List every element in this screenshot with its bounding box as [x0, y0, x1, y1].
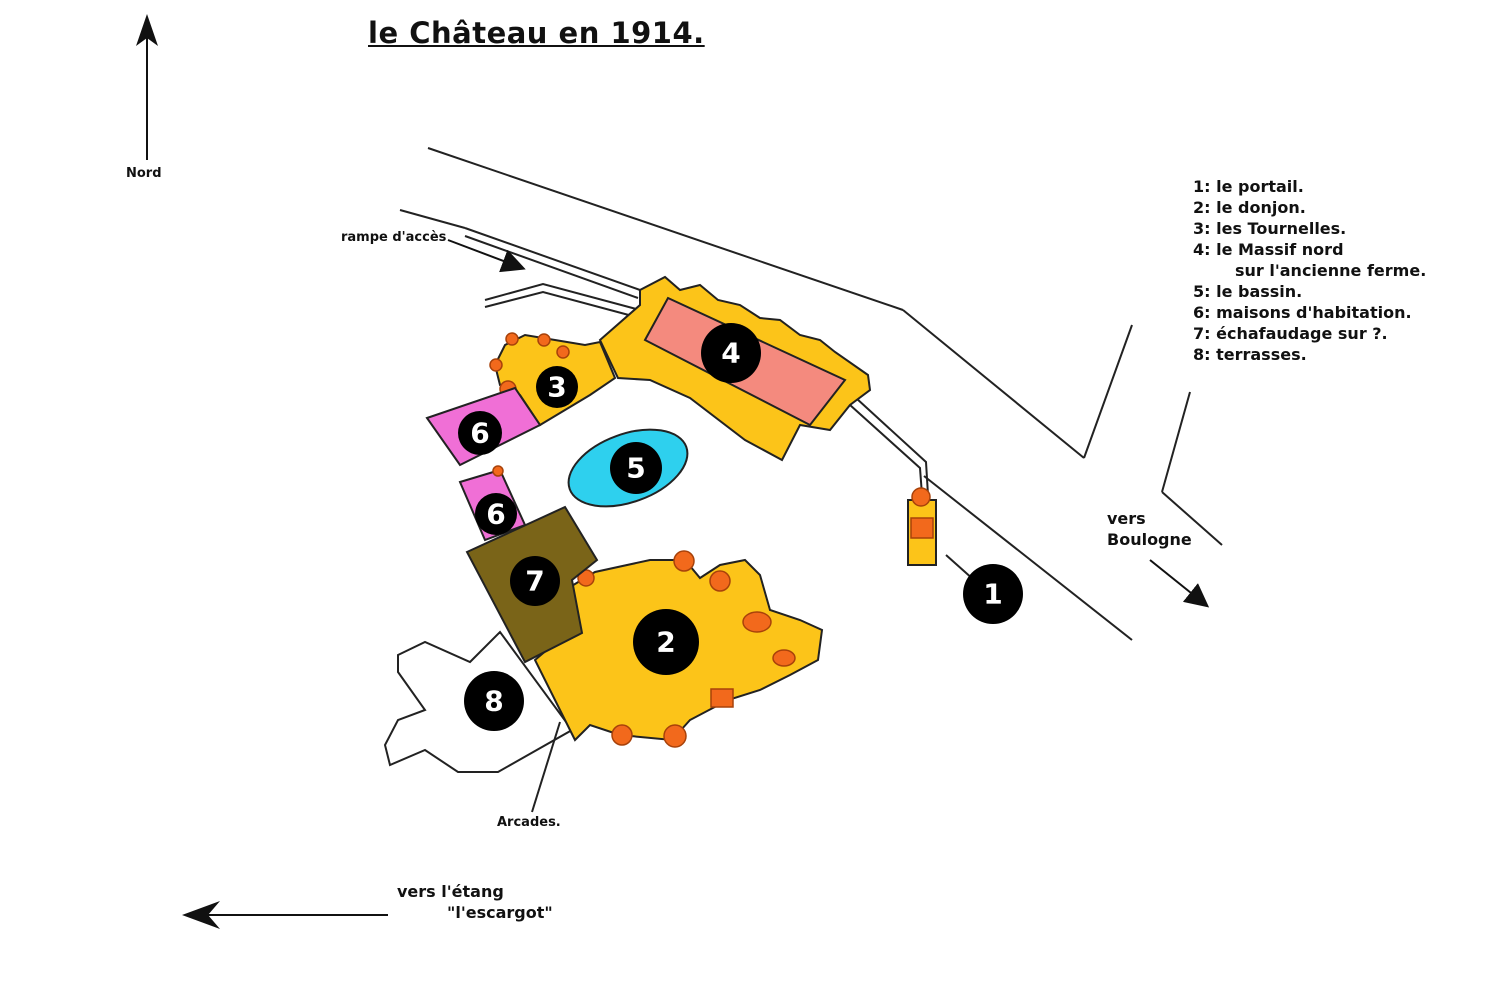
road-lines — [427, 147, 1223, 641]
etang-arrow-icon — [182, 901, 388, 929]
marker-2: 2 — [633, 609, 699, 675]
access-ramp — [399, 209, 641, 319]
portail-gate — [907, 487, 937, 566]
svg-text:6: 6 — [470, 417, 489, 450]
ramp-label: rampe d'accès — [341, 230, 447, 245]
marker-1: 1 — [963, 564, 1023, 624]
marker-8: 8 — [464, 671, 524, 731]
arcades-leader-line — [531, 721, 561, 813]
legend-item: 7: échafaudage sur ?. — [1193, 324, 1388, 343]
etang-label: vers l'étang "l'escargot" — [397, 881, 553, 923]
svg-text:8: 8 — [484, 685, 503, 718]
north-arrow-icon — [136, 14, 158, 160]
svg-text:5: 5 — [626, 452, 645, 485]
etang-label-line1: vers l'étang — [397, 882, 504, 901]
legend-item: 1: le portail. — [1193, 177, 1304, 196]
ramp-arrow-icon — [447, 239, 526, 273]
legend: 1: le portail. 2: le donjon. 3: les Tour… — [1193, 176, 1426, 365]
legend-item: 4: le Massif nord — [1193, 240, 1344, 259]
boulogne-label-line2: Boulogne — [1107, 530, 1192, 549]
wall-to-gate — [849, 397, 929, 496]
marker-6-south: 6 — [475, 493, 517, 535]
svg-text:2: 2 — [656, 626, 675, 659]
legend-item: 6: maisons d'habitation. — [1193, 303, 1412, 322]
legend-item: 5: le bassin. — [1193, 282, 1303, 301]
page-title: le Château en 1914. — [368, 16, 705, 50]
number-markers: 1 2 3 4 5 6 6 — [458, 323, 1023, 731]
boulogne-label-line1: vers — [1107, 509, 1146, 528]
svg-text:6: 6 — [486, 498, 505, 531]
tower-markers — [577, 550, 796, 748]
arcades-label: Arcades. — [497, 815, 561, 830]
marker-3: 3 — [536, 366, 578, 408]
legend-item: 3: les Tournelles. — [1193, 219, 1347, 238]
svg-text:1: 1 — [983, 578, 1002, 611]
legend-item-continuation: sur l'ancienne ferme. — [1235, 261, 1427, 280]
boulogne-label: vers Boulogne — [1107, 508, 1192, 550]
marker-5: 5 — [610, 442, 662, 494]
legend-item: 8: terrasses. — [1193, 345, 1307, 364]
etang-label-line2: "l'escargot" — [447, 903, 553, 922]
marker-4: 4 — [701, 323, 761, 383]
north-label: Nord — [126, 166, 162, 181]
svg-text:4: 4 — [721, 337, 740, 370]
boulogne-arrow-icon — [1149, 559, 1210, 608]
svg-text:7: 7 — [525, 565, 544, 598]
svg-text:3: 3 — [547, 371, 566, 404]
marker-6-north: 6 — [458, 411, 502, 455]
marker-7: 7 — [510, 556, 560, 606]
legend-item: 2: le donjon. — [1193, 198, 1306, 217]
maison-tower-icon — [492, 465, 504, 477]
